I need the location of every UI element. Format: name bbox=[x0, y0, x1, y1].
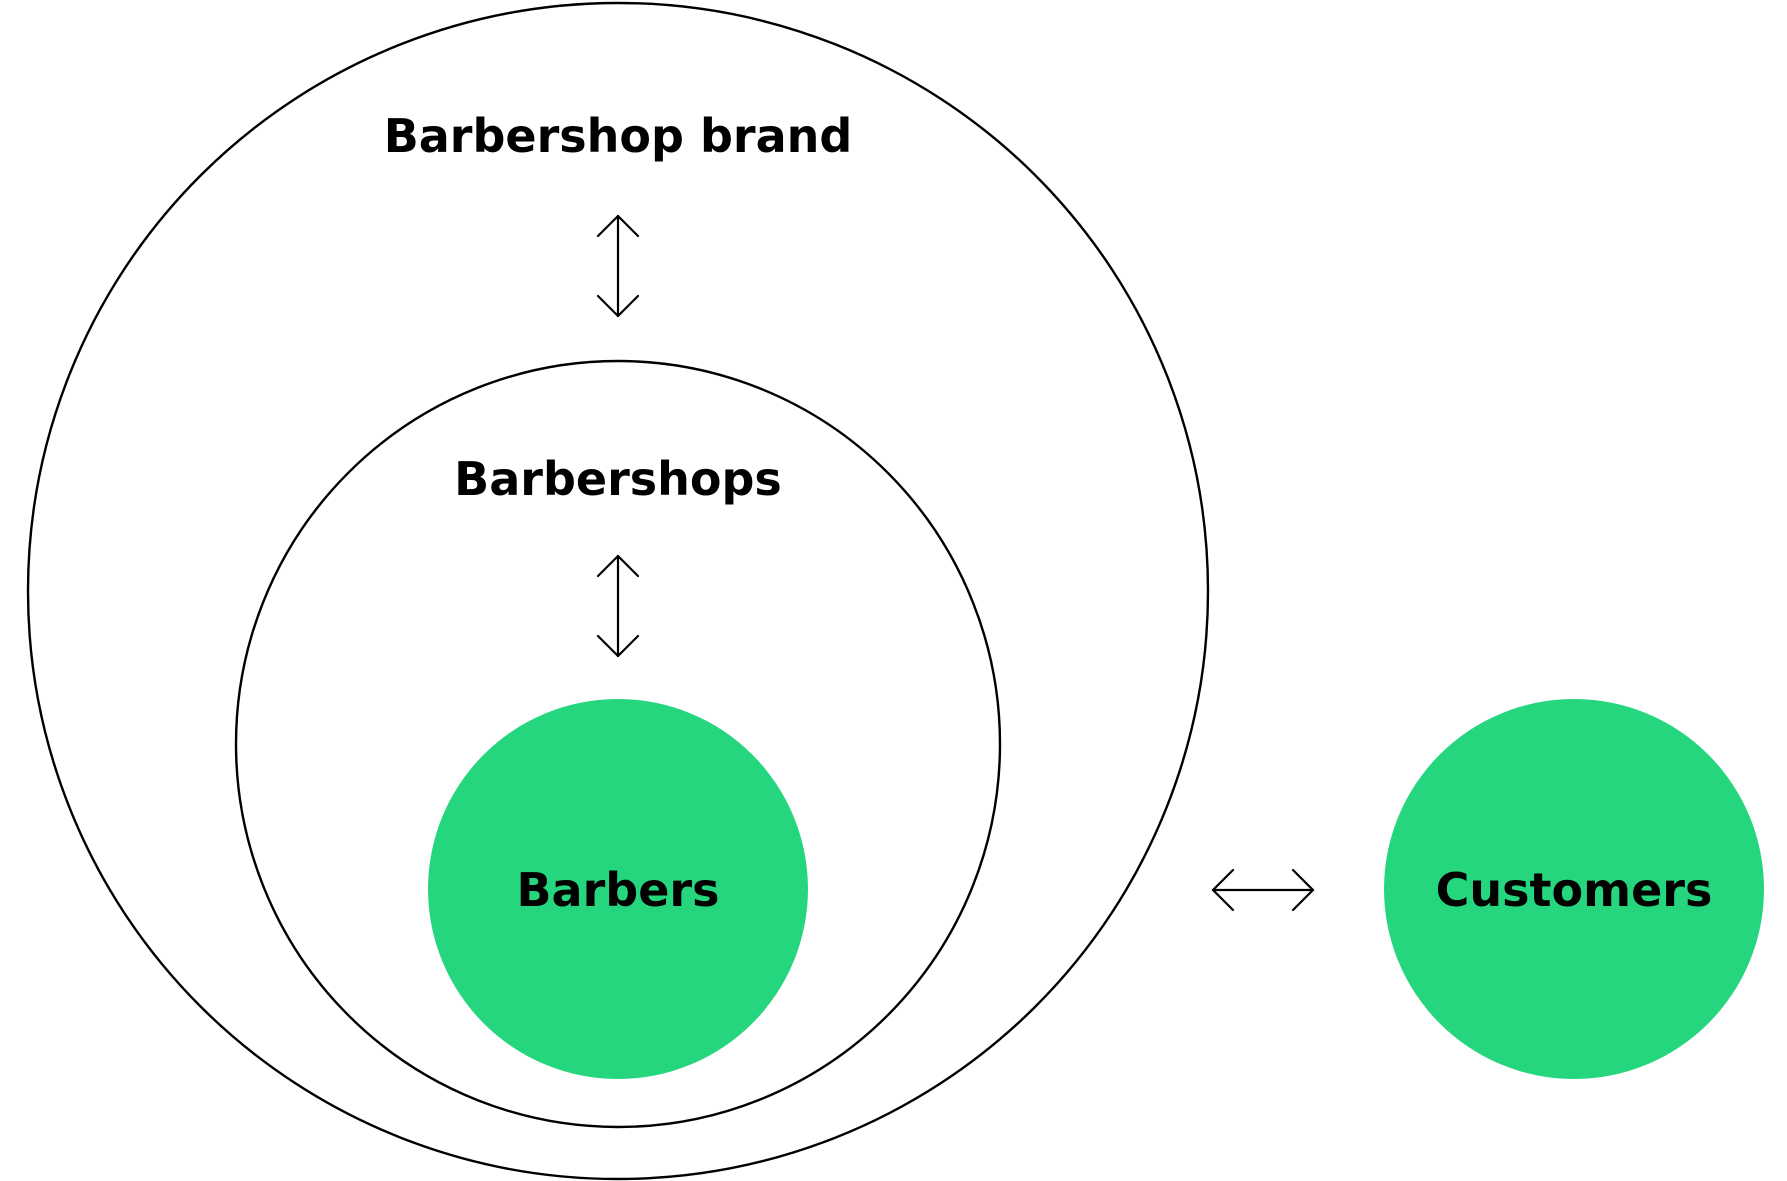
customers-circle bbox=[1384, 699, 1764, 1079]
barbers-customers-arrow-icon bbox=[1211, 868, 1315, 912]
brand-shops-arrow-icon bbox=[596, 214, 640, 318]
shops-circle bbox=[234, 359, 1002, 1129]
brand-circle bbox=[26, 1, 1210, 1181]
barbers-circle bbox=[428, 699, 808, 1079]
shops-label: Barbershops bbox=[454, 452, 782, 506]
barbers-label: Barbers bbox=[517, 863, 720, 917]
shops-barbers-arrow-icon bbox=[596, 554, 640, 658]
customers-label: Customers bbox=[1436, 863, 1713, 917]
brand-label: Barbershop brand bbox=[384, 109, 853, 163]
